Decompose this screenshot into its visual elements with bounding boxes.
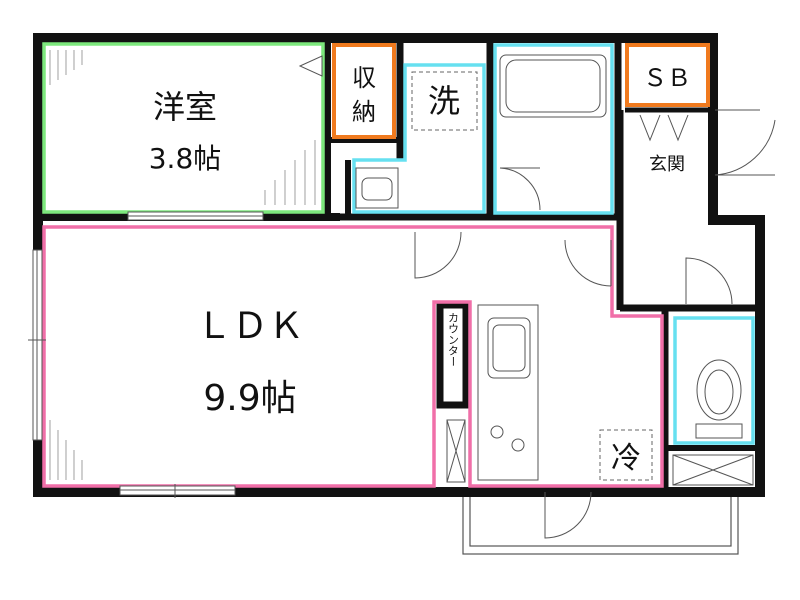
western-room-size: 3.8帖 xyxy=(149,142,222,175)
walls xyxy=(33,33,765,497)
balcony xyxy=(462,487,739,555)
kitchen-counter xyxy=(477,304,539,481)
western-room-name: 洋室 xyxy=(153,88,217,126)
laundry-label: 洗 xyxy=(428,82,460,120)
counter-label: カウンター xyxy=(447,312,460,367)
ldk-size: 9.9帖 xyxy=(203,378,296,419)
storage-x xyxy=(446,419,754,486)
entrance-label: 玄関 xyxy=(649,154,685,175)
outer-wall xyxy=(33,33,765,497)
laundry-outline xyxy=(352,63,486,214)
closet-outline xyxy=(332,43,396,139)
toilet-icon xyxy=(695,359,743,439)
fridge-space xyxy=(599,429,653,481)
western-room-outline xyxy=(42,42,325,214)
window-hatching xyxy=(49,50,316,480)
fridge-label: 冷 xyxy=(611,441,641,476)
closet-label-line2: 納 xyxy=(352,98,376,126)
closet-label-line1: 収 xyxy=(352,64,376,92)
stove-icon xyxy=(490,425,525,452)
shoe-box-label: ＳＢ xyxy=(643,64,691,92)
door-swing-icon xyxy=(298,55,776,539)
bath-outline xyxy=(493,43,614,215)
windows xyxy=(28,211,264,498)
counter xyxy=(436,301,470,409)
shoebox-outline xyxy=(625,43,710,107)
ldk-outline xyxy=(42,225,664,488)
bathtub-icon xyxy=(499,54,607,118)
toilet-outline xyxy=(673,316,755,445)
ldk-name: ＬＤＫ xyxy=(196,306,304,347)
laundry-pan xyxy=(411,71,478,131)
washbasin-icon xyxy=(355,167,399,209)
sink-icon xyxy=(487,317,531,379)
